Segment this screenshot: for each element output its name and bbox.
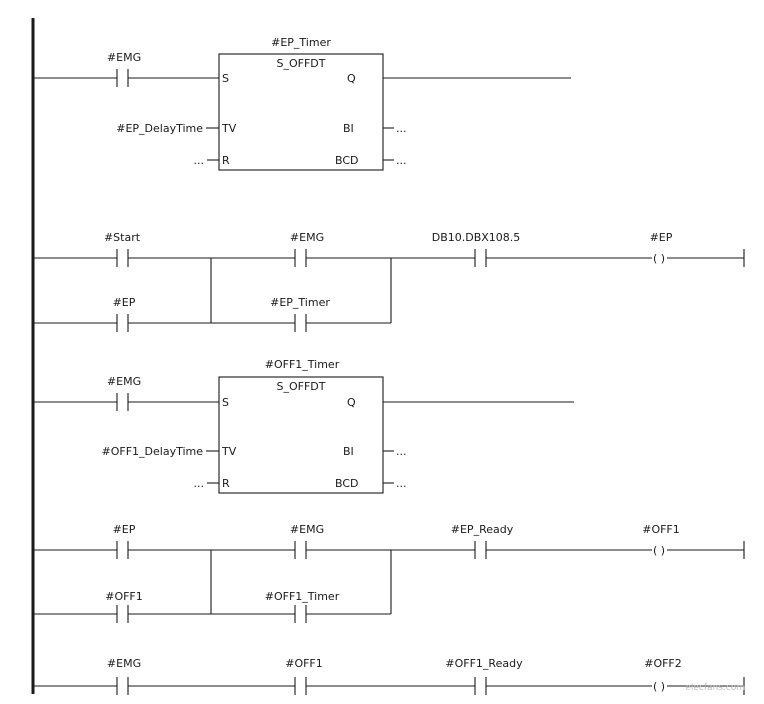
- contact-emg-3-label: #EMG: [107, 375, 141, 388]
- timer-ep-instance: #EP_Timer: [271, 36, 331, 49]
- timer-off1-r-value: ...: [194, 477, 205, 490]
- contact-emg-4-label: #EMG: [290, 523, 324, 536]
- contact-ep[interactable]: [116, 541, 129, 559]
- contact-emg-1[interactable]: [116, 69, 129, 87]
- timer-off1-tv-value: #OFF1_DelayTime: [102, 445, 204, 458]
- network-off1-coil: #EP #OFF1 #EMG #OFF1_Timer #EP_Ready: [33, 523, 745, 623]
- contact-off1-ready[interactable]: [474, 677, 487, 695]
- contact-emg-3[interactable]: [116, 393, 129, 411]
- timer-off1-pin-r: R: [222, 477, 230, 490]
- network-off2-coil: #EMG #OFF1 #OFF1_Ready ( ) #OFF2: [33, 657, 745, 695]
- contact-ep-timer[interactable]: [294, 314, 307, 332]
- watermark: elecfans.com: [685, 683, 745, 693]
- contact-off1-hold[interactable]: [116, 605, 129, 623]
- contact-emg-4[interactable]: [294, 541, 307, 559]
- timer-off1-pin-q: Q: [347, 396, 356, 409]
- coil-off2[interactable]: ( ): [653, 680, 665, 693]
- contact-ep-timer-label: #EP_Timer: [270, 296, 330, 309]
- timer-off1-pin-s: S: [222, 396, 229, 409]
- contact-off1-timer-label: #OFF1_Timer: [265, 590, 340, 603]
- contact-start[interactable]: [116, 249, 129, 267]
- timer-ep-r-value: ...: [194, 154, 205, 167]
- coil-off1-label: #OFF1: [642, 523, 680, 536]
- timer-ep-bi-value: ...: [396, 122, 407, 135]
- timer-ep-pin-q: Q: [347, 72, 356, 85]
- timer-ep-pin-bi: BI: [343, 122, 354, 135]
- timer-off1-type: S_OFFDT: [277, 380, 326, 393]
- contact-emg-2-label: #EMG: [290, 231, 324, 244]
- contact-ep-ready[interactable]: [474, 541, 487, 559]
- coil-ep[interactable]: ( ): [653, 252, 665, 265]
- timer-ep-pin-bcd: BCD: [335, 154, 359, 167]
- contact-db-bit-label: DB10.DBX108.5: [432, 231, 521, 244]
- network-off1-timer: #EMG #OFF1_Timer S_OFFDT S TV R Q BI BCD…: [33, 358, 574, 494]
- timer-off1-pin-tv: TV: [221, 445, 237, 458]
- contact-ep-label: #EP: [113, 523, 136, 536]
- contact-off1-timer[interactable]: [294, 605, 307, 623]
- timer-ep-type: S_OFFDT: [277, 57, 326, 70]
- contact-emg-5-label: #EMG: [107, 657, 141, 670]
- contact-emg-2[interactable]: [294, 249, 307, 267]
- contact-off1-hold-label: #OFF1: [105, 590, 143, 603]
- timer-ep-bcd-value: ...: [396, 154, 407, 167]
- timer-off1-bcd-value: ...: [396, 477, 407, 490]
- contact-emg-1-label: #EMG: [107, 51, 141, 64]
- timer-off1-instance: #OFF1_Timer: [265, 358, 340, 371]
- contact-start-label: #Start: [104, 231, 141, 244]
- contact-db-bit[interactable]: [474, 249, 487, 267]
- contact-ep-hold[interactable]: [116, 314, 129, 332]
- contact-ep-hold-label: #EP: [113, 296, 136, 309]
- timer-ep-pin-s: S: [222, 72, 229, 85]
- timer-off1-bi-value: ...: [396, 445, 407, 458]
- timer-ep-pin-r: R: [222, 154, 230, 167]
- timer-off1-pin-bcd: BCD: [335, 477, 359, 490]
- coil-off1[interactable]: ( ): [653, 544, 665, 557]
- contact-off1-ready-label: #OFF1_Ready: [445, 657, 523, 670]
- timer-ep-pin-tv: TV: [221, 122, 237, 135]
- timer-off1-pin-bi: BI: [343, 445, 354, 458]
- timer-ep-tv-value: #EP_DelayTime: [116, 122, 203, 135]
- timer-block-off1[interactable]: [218, 376, 384, 494]
- contact-off1-label: #OFF1: [285, 657, 323, 670]
- timer-block-ep[interactable]: [218, 53, 384, 171]
- contact-off1[interactable]: [294, 677, 307, 695]
- contact-emg-5[interactable]: [116, 677, 129, 695]
- network-ep-coil: #Start #EP #EMG #EP_Timer DB10.DBX108.5: [33, 231, 745, 332]
- contact-ep-ready-label: #EP_Ready: [451, 523, 514, 536]
- network-ep-timer: #EMG #EP_Timer S_OFFDT S TV R Q BI BCD #…: [33, 36, 571, 171]
- coil-off2-label: #OFF2: [644, 657, 682, 670]
- coil-ep-label: #EP: [650, 231, 673, 244]
